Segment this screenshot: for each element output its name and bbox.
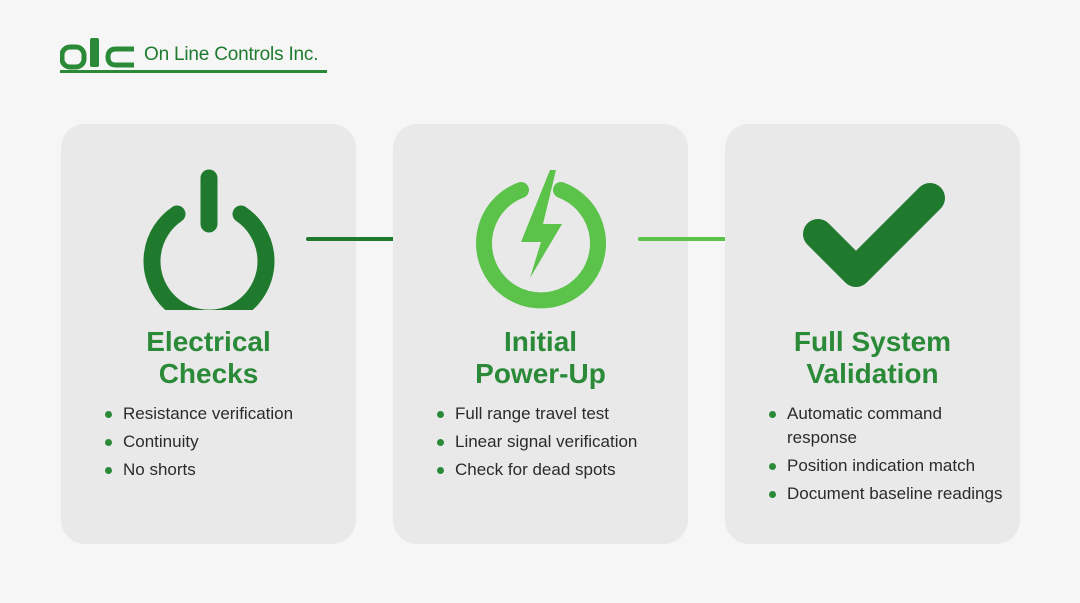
olc-logo-icon — [60, 38, 134, 70]
list-item: Resistance verification — [105, 402, 342, 426]
list-item: No shorts — [105, 458, 342, 482]
list-item: Linear signal verification — [437, 430, 674, 454]
list-item: Automatic command response — [769, 402, 977, 450]
checkmark-icon — [802, 183, 945, 287]
power-icon — [143, 169, 274, 310]
step-title: Electrical Checks — [146, 326, 271, 389]
list-item: Document baseline readings — [769, 482, 1006, 506]
list-item: Check for dead spots — [437, 458, 674, 482]
list-item: Continuity — [105, 430, 342, 454]
step-card-electrical-checks: Electrical Checks Resistance verificatio… — [61, 124, 356, 544]
company-logo: On Line Controls Inc. — [60, 36, 318, 70]
company-name: On Line Controls Inc. — [144, 44, 319, 65]
step-title: Full System Validation — [793, 326, 952, 389]
step-card-initial-power-up: Initial Power-Up Full range travel test … — [393, 124, 688, 544]
step-bullet-list: Full range travel test Linear signal ver… — [437, 402, 674, 486]
list-item: Position indication match — [769, 454, 1006, 478]
step-title: Initial Power-Up — [475, 326, 606, 389]
list-item: Full range travel test — [437, 402, 674, 426]
step-bullet-list: Automatic command response Position indi… — [769, 402, 1006, 510]
step-card-full-system-validation: Full System Validation Automatic command… — [725, 124, 1020, 544]
step-bullet-list: Resistance verification Continuity No sh… — [105, 402, 342, 486]
logo-underline — [60, 70, 327, 73]
lightning-power-icon — [475, 170, 606, 309]
